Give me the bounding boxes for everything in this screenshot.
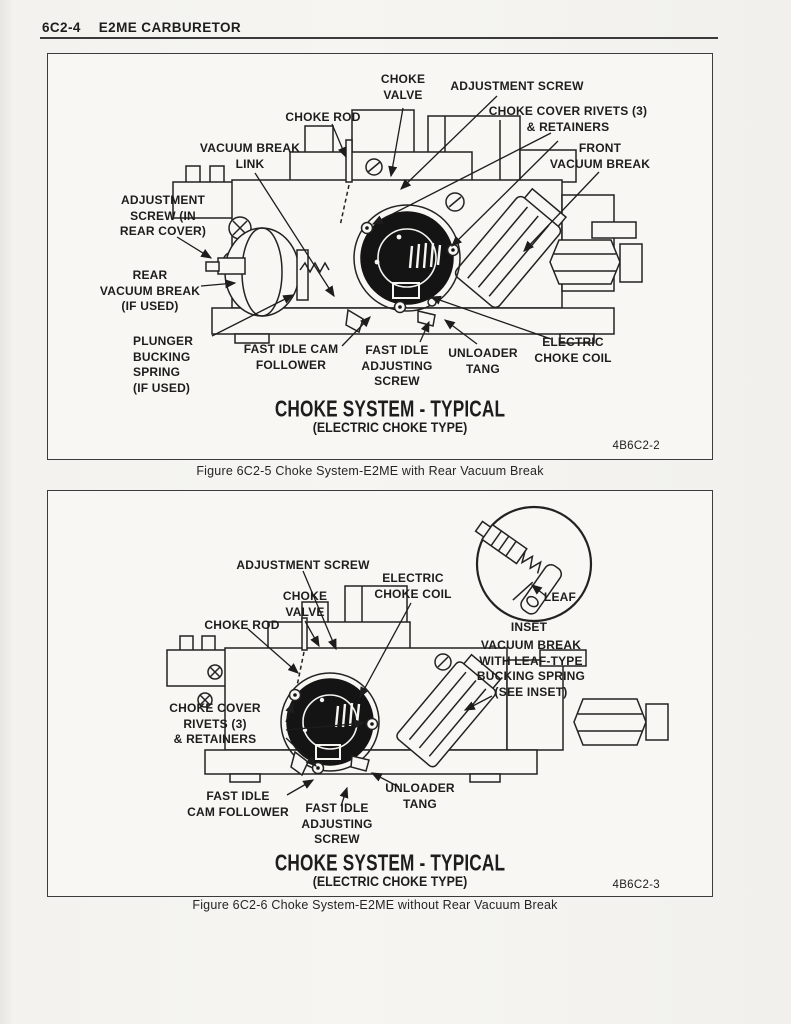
page-section-number: 6C2-4 — [42, 20, 81, 35]
figure-1-title: CHOKE SYSTEM - TYPICAL — [274, 397, 506, 422]
page-header: 6C2-4 E2ME CARBURETOR — [42, 20, 241, 35]
label2-fast-idle-adjusting-screw: FAST IDLE ADJUSTING SCREW — [301, 801, 373, 847]
figure-2-subtitle: (ELECTRIC CHOKE TYPE) — [312, 874, 468, 889]
figure-2-code: 4B6C2-3 — [612, 879, 660, 891]
label2-leaf: LEAF — [543, 590, 577, 604]
label-choke-cover-rivets: CHOKE COVER RIVETS (3) & RETAINERS — [488, 104, 648, 134]
label-fast-idle-cam-follower: FAST IDLE CAM FOLLOWER — [243, 342, 339, 372]
figure-2-caption: Figure 6C2-6 Choke System-E2ME without R… — [192, 898, 558, 912]
label-plunger-bucking-spring: PLUNGER BUCKING SPRING (IF USED) — [133, 334, 194, 395]
label-vacuum-break-link: VACUUM BREAK LINK — [199, 141, 301, 171]
label-adjustment-screw: ADJUSTMENT SCREW — [450, 79, 584, 93]
label2-unloader-tang: UNLOADER TANG — [385, 781, 455, 811]
figure-2-title: CHOKE SYSTEM - TYPICAL — [274, 851, 506, 876]
label2-choke-valve: CHOKE VALVE — [282, 589, 328, 619]
figure-1-subtitle: (ELECTRIC CHOKE TYPE) — [312, 420, 468, 435]
label-adjustment-screw-rear: ADJUSTMENT SCREW (IN REAR COVER) — [119, 193, 207, 239]
label2-vacuum-break-leaf: VACUUM BREAK WITH LEAF-TYPE BUCKING SPRI… — [476, 638, 586, 699]
label-fast-idle-adjusting-screw: FAST IDLE ADJUSTING SCREW — [361, 343, 433, 389]
label2-adjustment-screw: ADJUSTMENT SCREW — [236, 558, 370, 572]
figure-1-code: 4B6C2-2 — [612, 440, 660, 452]
figure-1-caption: Figure 6C2-5 Choke System-E2ME with Rear… — [196, 464, 544, 478]
label2-choke-rod: CHOKE ROD — [204, 618, 280, 632]
label-choke-rod: CHOKE ROD — [285, 110, 361, 124]
label2-choke-cover-rivets: CHOKE COVER RIVETS (3) & RETAINERS — [169, 701, 261, 747]
label2-fast-idle-cam-follower: FAST IDLE CAM FOLLOWER — [187, 789, 289, 819]
label-electric-choke-coil: ELECTRIC CHOKE COIL — [534, 335, 612, 365]
label-front-vacuum-break: FRONT VACUUM BREAK — [549, 141, 651, 171]
label-choke-valve: CHOKE VALVE — [380, 72, 426, 102]
label-unloader-tang: UNLOADER TANG — [448, 346, 518, 376]
label-rear-vacuum-break: REAR VACUUM BREAK (IF USED) — [99, 268, 201, 314]
header-rule — [40, 37, 718, 39]
page-header-title: E2ME CARBURETOR — [98, 20, 242, 35]
label2-electric-choke-coil: ELECTRIC CHOKE COIL — [374, 571, 452, 601]
label2-inset: INSET — [510, 620, 548, 634]
figure-2-panel — [47, 490, 713, 897]
